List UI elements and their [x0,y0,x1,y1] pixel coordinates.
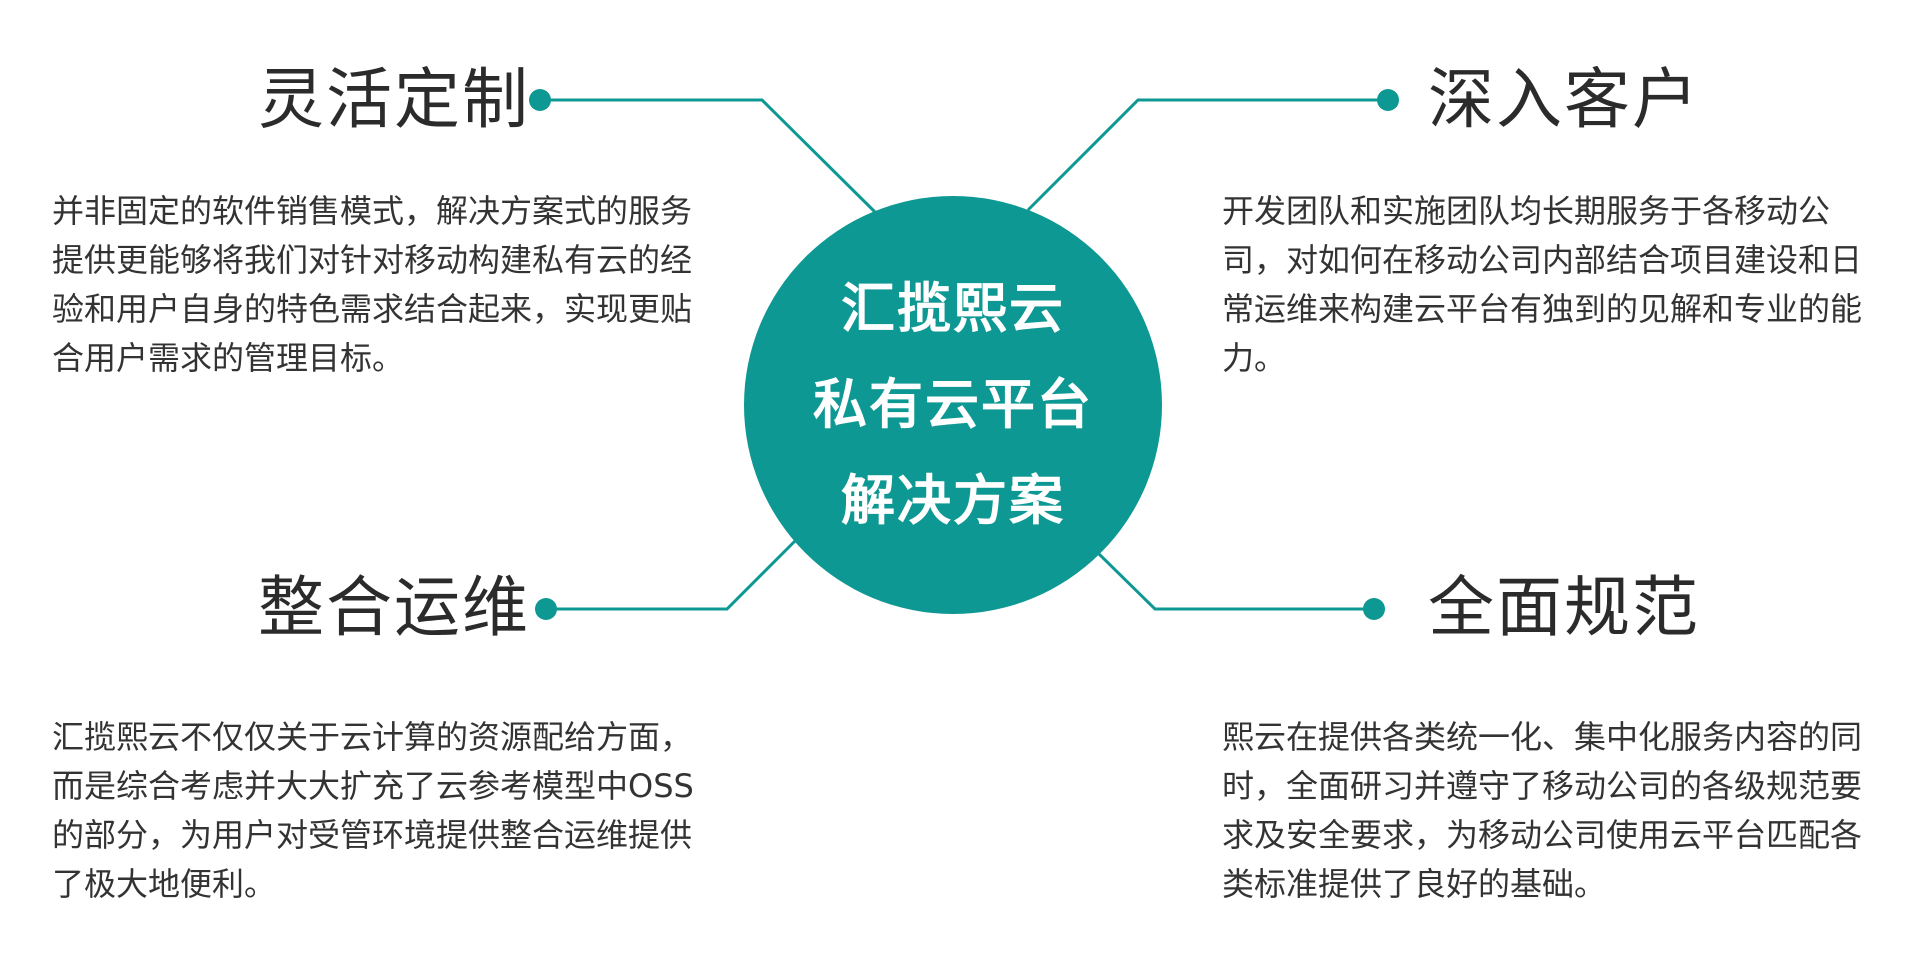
center-circle: 汇揽熙云 私有云平台 解决方案 [744,196,1162,614]
feature-title-integrated-ops: 整合运维 [258,569,530,646]
connector-top-right [1026,98,1388,212]
connector-top-left [540,98,879,216]
feature-title-deep-customer: 深入客户 [1428,61,1700,138]
feature-description-deep-customer: 开发团队和实施团队均长期服务于各移动公司，对如何在移动公司内部结合项目建设和日常… [1222,192,1863,377]
connector-dot-top-right [1377,89,1399,111]
connector-bottom-left [546,539,797,611]
center-title-line-1: 汇揽熙云 [841,277,1065,340]
feature-description-comprehensive-standards: 熙云在提供各类统一化、集中化服务内容的同时，全面研习并遵守了移动公司的各级规范要… [1222,718,1863,903]
feature-title-comprehensive-standards: 全面规范 [1428,569,1700,646]
center-title-line-3: 解决方案 [841,469,1065,532]
feature-description-flexible-customization: 并非固定的软件销售模式，解决方案式的服务提供更能够将我们对针对移动构建私有云的经… [52,192,693,377]
feature-title-flexible-customization: 灵活定制 [258,61,530,138]
connector-dot-bottom-left [535,598,557,620]
connector-dot-top-left [529,89,551,111]
connector-bottom-right [1096,551,1374,611]
center-title-line-2: 私有云平台 [813,373,1093,436]
connector-dot-bottom-right [1363,598,1385,620]
feature-description-integrated-ops: 汇揽熙云不仅仅关于云计算的资源配给方面，而是综合考虑并大大扩充了云参考模型中OS… [52,718,694,903]
